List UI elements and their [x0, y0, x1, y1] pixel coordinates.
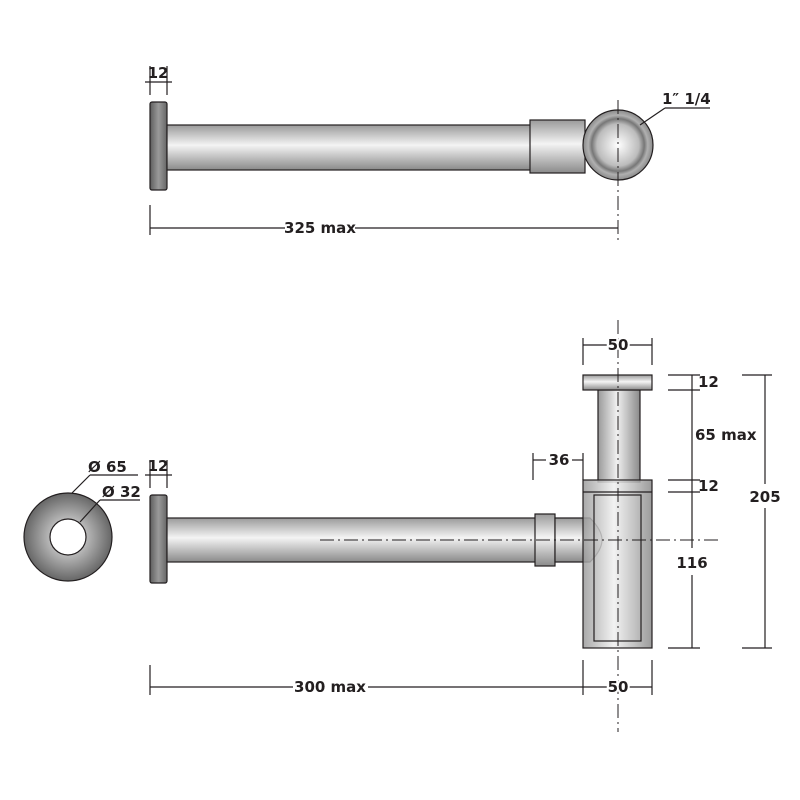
inlet-offset-label: 36 — [549, 451, 570, 469]
total-height-label: 205 — [749, 488, 780, 506]
top-view: 12 1″ 1/4 325 max — [145, 64, 711, 240]
side-view: Ø 65 Ø 32 50 12 65 max 12 116 205 36 — [23, 320, 781, 732]
inner-diameter-label: Ø 32 — [102, 483, 141, 501]
outer-diameter-label: Ø 65 — [88, 458, 127, 476]
pipe-collar — [529, 119, 586, 174]
wall-flange — [149, 101, 168, 191]
leader-line — [639, 107, 666, 126]
length-label: 325 max — [284, 219, 356, 237]
trap-outlet — [582, 109, 654, 181]
leader-line — [79, 499, 101, 523]
wall-flange — [149, 494, 168, 584]
flange-thickness-label: 12 — [148, 457, 169, 475]
upper-tube — [597, 389, 641, 483]
cap-thickness-label: 12 — [698, 373, 719, 391]
body-height-label: 116 — [676, 554, 707, 572]
collar-thickness-label: 12 — [698, 477, 719, 495]
body-width-label: 50 — [608, 678, 629, 696]
flange-thickness-label: 12 — [148, 64, 169, 82]
pipe — [166, 124, 533, 171]
leader-line — [71, 474, 91, 494]
outlet-size-label: 1″ 1/4 — [662, 90, 711, 108]
cap-width-label: 50 — [608, 336, 629, 354]
tube-length-label: 65 max — [695, 426, 757, 444]
length-label: 300 max — [294, 678, 366, 696]
escutcheon-hole — [49, 518, 87, 556]
